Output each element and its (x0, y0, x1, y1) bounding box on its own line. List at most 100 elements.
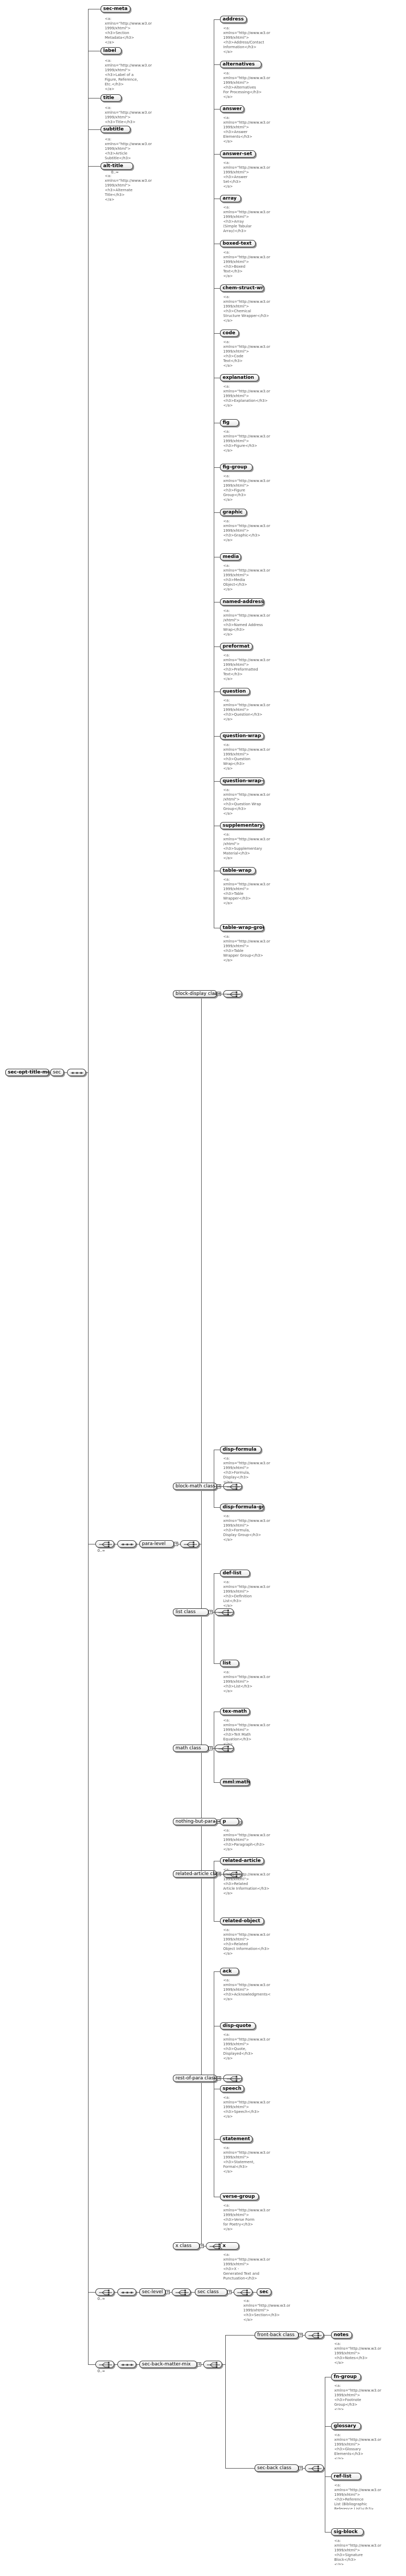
connector-line (88, 166, 101, 167)
connector-line (214, 646, 220, 647)
expand-icon[interactable]: + (299, 2332, 303, 2337)
top-element-alt-title[interactable]: alt-title (101, 162, 134, 170)
leaf-sec[interactable]: sec (257, 2288, 272, 2296)
leaf-disp-formula[interactable]: disp-formula (220, 1446, 262, 1453)
sequence-connector-icon (117, 2288, 136, 2296)
connector-line (214, 64, 220, 65)
connector-line (214, 1573, 220, 1574)
connector-line (303, 2335, 305, 2336)
top-element-subtitle[interactable]: subtitle (101, 126, 130, 133)
annotation-text: <a: xmlns="http://www.w3.org/ 1999/xhtml… (223, 2033, 270, 2060)
class-box-related-article-class[interactable]: related-article class (173, 1870, 217, 1878)
leaf-answer-set[interactable]: answer-set (220, 150, 256, 158)
expand-icon[interactable]: + (209, 1746, 213, 1750)
expand-icon[interactable]: + (197, 2362, 201, 2366)
group-box-sec-level[interactable]: sec-level (139, 2288, 166, 2296)
annotation-text: <a: xmlns="http://www.w3.org/ 1999/xhtml… (223, 653, 270, 681)
sequence-connector-icon (117, 1540, 136, 1548)
annotation-text: <a: xmlns="http://www.w3.org/ 1999/xhtml… (223, 250, 270, 278)
leaf-statement[interactable]: statement (220, 2135, 253, 2143)
expand-icon[interactable]: + (299, 2465, 303, 2470)
leaf-named-address-wrap[interactable]: named-address-wrap (220, 598, 264, 606)
group-box-sec-back-matter-mix[interactable]: sec-back-matter-mix (139, 2361, 197, 2368)
leaf-verse-group[interactable]: verse-group (220, 2193, 259, 2200)
leaf-boxed-text[interactable]: boxed-text (220, 240, 256, 247)
top-element-label[interactable]: label (101, 47, 122, 54)
annotation-text: <a: xmlns="http://www.w3.org/ 1999/xhtml… (334, 2483, 381, 2509)
leaf-disp-quote[interactable]: disp-quote (220, 2022, 256, 2030)
root-element-box[interactable]: sec-opt-title-model (5, 1069, 49, 1076)
leaf-related-article[interactable]: related-article (220, 1857, 264, 1865)
leaf-def-list[interactable]: def-list (220, 1570, 250, 1577)
annotation-text: <a: xmlns="http://www.w3.org/ 1999/xhtml… (223, 743, 270, 770)
class-box-block-math-class[interactable]: block-math class (173, 1483, 217, 1490)
leaf-fig[interactable]: fig (220, 419, 239, 426)
leaf-disp-formula-group[interactable]: disp-formula-group (220, 1504, 264, 1511)
annotation-text: <a: xmlns="http://www.w3.org/ 1999/xhtml… (223, 2204, 270, 2231)
leaf-x[interactable]: x (220, 2242, 239, 2250)
leaf-question[interactable]: question (220, 688, 250, 695)
class-box-nothing-but-para-class[interactable]: nothing-but-para class (173, 1818, 217, 1825)
connector-line (114, 2364, 117, 2365)
annotation-text: <a: xmlns="http://www.w3.org/ 1999/xhtml… (223, 116, 270, 143)
expand-icon[interactable]: + (174, 1541, 178, 1546)
annotation-text: <a: xmlns="http://www.w3.org/ 1999/xhtml… (223, 430, 270, 453)
leaf-graphic[interactable]: graphic (220, 509, 247, 516)
leaf-alternatives[interactable]: alternatives (220, 61, 262, 68)
connector-line (214, 19, 220, 20)
expand-icon[interactable]: + (166, 2289, 170, 2294)
leaf-media[interactable]: media (220, 553, 241, 561)
leaf-table-wrap[interactable]: table-wrap (220, 867, 256, 874)
annotation-text: <a: xmlns="http://www.w3.org/ 1999/xhtml… (223, 1670, 270, 1693)
leaf-fn-group[interactable]: fn-group (331, 2373, 361, 2381)
leaf-speech[interactable]: speech (220, 2085, 244, 2092)
leaf-mml:math[interactable]: mml:math (220, 1779, 250, 1786)
leaf-question-wrap[interactable]: question-wrap (220, 732, 264, 740)
class-box-rest-of-para-class[interactable]: rest-of-para class (173, 2075, 217, 2082)
class-box-front-back-class[interactable]: front-back class (255, 2331, 299, 2339)
connector-line (136, 2364, 139, 2365)
leaf-ack[interactable]: ack (220, 1968, 239, 1975)
annotation-text: <a: xmlns="http://www.w3.org/ 1999/xhtml… (223, 935, 270, 962)
leaf-explanation[interactable]: explanation (220, 374, 259, 381)
class-box-sec-back-class[interactable]: sec-back class (255, 2464, 299, 2472)
leaf-fig-group[interactable]: fig-group (220, 464, 253, 471)
leaf-related-object[interactable]: related-object (220, 1917, 264, 1925)
expand-icon[interactable]: + (200, 2243, 204, 2248)
leaf-code[interactable]: code (220, 330, 239, 337)
leaf-answer[interactable]: answer (220, 105, 244, 113)
annotation-text: <a: xmlns="http://www.w3.org/ 1999/xhtml… (223, 1978, 270, 2001)
top-element-sec-meta[interactable]: sec-meta (101, 5, 130, 13)
leaf-question-wrap-group[interactable]: question-wrap-group (220, 777, 264, 785)
class-box-list-class[interactable]: list class (173, 1608, 209, 1616)
leaf-sig-block[interactable]: sig-block (331, 2528, 364, 2536)
class-box-math-class[interactable]: math class (173, 1745, 209, 1752)
leaf-address[interactable]: address (220, 16, 247, 23)
class-box-block-display-class[interactable]: block-display class (173, 990, 217, 997)
leaf-p[interactable]: p (220, 1818, 239, 1825)
leaf-ref-list[interactable]: ref-list (331, 2473, 361, 2480)
cardinality-label: 0..∞ (111, 170, 119, 174)
connector-line (191, 2292, 195, 2293)
cardinality-label: 0..∞ (97, 1549, 105, 1553)
group-box-para-level[interactable]: para-level (139, 1540, 174, 1548)
leaf-table-wrap-group[interactable]: table-wrap-group (220, 924, 264, 931)
connector-line (214, 1748, 234, 1749)
leaf-array[interactable]: array (220, 195, 241, 202)
leaf-glossary[interactable]: glossary (331, 2422, 361, 2430)
leaf-supplementary-material[interactable]: supplementary-material (220, 822, 264, 829)
leaf-notes[interactable]: notes (331, 2331, 352, 2339)
connector-line (222, 2364, 225, 2365)
leaf-list[interactable]: list (220, 1660, 239, 1667)
expand-icon[interactable]: + (209, 1609, 213, 1614)
connector-line (214, 1782, 220, 1783)
leaf-chem-struct-wrap[interactable]: chem-struct-wrap (220, 284, 264, 292)
class-box-x-class[interactable]: x class (173, 2242, 200, 2250)
top-element-title[interactable]: title (101, 94, 122, 102)
leaf-tex-math[interactable]: tex-math (220, 1708, 250, 1715)
class-box-sec-class[interactable]: sec class (195, 2288, 228, 2296)
leaf-preformat[interactable]: preformat (220, 643, 253, 650)
expand-icon[interactable]: + (227, 2289, 232, 2294)
sec-element-box[interactable]: sec (50, 1069, 64, 1076)
connector-line (214, 1971, 220, 1972)
